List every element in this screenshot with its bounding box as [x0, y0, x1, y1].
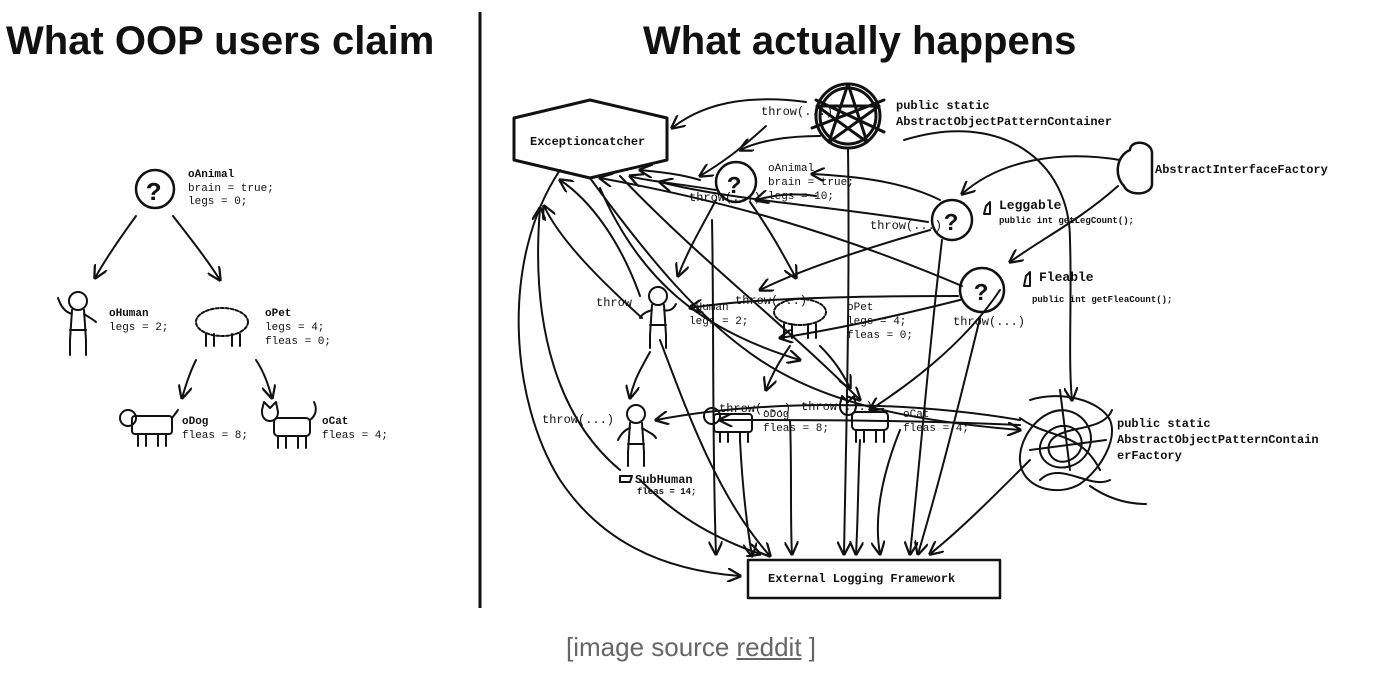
dog-icon	[119, 409, 179, 447]
right-human-line1: legs = 2;	[689, 316, 748, 328]
exceptioncatcher-label: Exceptioncatcher	[530, 135, 645, 149]
container-line1: public static	[896, 99, 990, 113]
right-animal-line1: brain = true;	[768, 177, 854, 189]
scribble-icon	[1019, 389, 1147, 505]
question-mark-icon: ?	[727, 174, 741, 201]
subhuman-line1: fleas = 14;	[637, 487, 696, 497]
stick-human-icon	[617, 404, 657, 467]
logging-framework-label: External Logging Framework	[768, 572, 955, 586]
left-cat-line1: fleas = 4;	[322, 430, 388, 442]
left-animal-line2: legs = 0;	[188, 196, 247, 208]
left-human-name: oHuman	[109, 308, 149, 320]
question-mark-icon: ?	[146, 178, 162, 208]
left-cat-name: oCat	[322, 416, 348, 428]
cat-icon	[261, 401, 317, 449]
right-pet-name: oPet	[847, 302, 873, 314]
container-factory-line3: erFactory	[1117, 449, 1182, 463]
caption-prefix: [image source	[565, 632, 737, 662]
question-mark-icon: ?	[944, 211, 958, 238]
subhuman-node: SubHuman fleas = 14;	[617, 404, 696, 497]
right-animal-node: ? oAnimal brain = true; legs = 10;	[714, 160, 854, 204]
right-cat-line1: fleas = 4;	[903, 423, 969, 435]
right-dog-node: oDog fleas = 8;	[703, 407, 829, 443]
caption-suffix: ]	[801, 632, 817, 662]
left-pet-name: oPet	[265, 308, 291, 320]
fuzzy-pet-icon	[195, 307, 249, 347]
left-cat-node: oCat fleas = 4;	[261, 401, 388, 449]
container-factory-line1: public static	[1117, 417, 1211, 431]
subhuman-name: SubHuman	[635, 473, 693, 487]
left-dog-line1: fleas = 8;	[182, 430, 248, 442]
throw-label-human: throw	[596, 296, 633, 310]
leggable-method: public int getLegCount();	[999, 216, 1134, 226]
left-animal-node: ? oAnimal brain = true; legs = 0;	[134, 168, 274, 210]
leggable-name: Leggable	[999, 198, 1062, 213]
container-node: public static AbstractObjectPatternConta…	[810, 82, 1112, 150]
left-human-line1: legs = 2;	[109, 322, 168, 334]
throw-label-cat: throw(...)	[801, 400, 873, 414]
container-factory-line2: AbstractObjectPatternContain	[1117, 433, 1319, 447]
left-arrow-animal-human	[95, 215, 137, 278]
left-title: What OOP users claim	[6, 19, 434, 63]
leggable-marker-icon	[983, 201, 991, 215]
throw-label-fleable: throw(...)	[953, 315, 1025, 329]
right-pet-line2: fleas = 0;	[847, 330, 913, 342]
image-caption: [image source reddit ]	[0, 632, 1382, 663]
question-mark-icon: ?	[974, 281, 988, 308]
pentagram-icon	[810, 82, 886, 150]
interface-factory-node: AbstractInterfaceFactory	[1116, 141, 1328, 195]
throw-label-leggable: throw(...)	[870, 219, 942, 233]
container-line2: AbstractObjectPatternContainer	[896, 115, 1112, 129]
left-dog-node: oDog fleas = 8;	[119, 409, 248, 447]
fleable-method: public int getFleaCount();	[1032, 295, 1172, 305]
right-title: What actually happens	[643, 19, 1076, 63]
left-human-node: oHuman legs = 2;	[57, 291, 168, 356]
subhuman-marker-icon	[619, 475, 633, 483]
stick-human-icon	[639, 286, 677, 349]
throw-label-container: throw(...)	[761, 105, 833, 119]
right-dog-name: oDog	[763, 409, 789, 421]
logging-framework-node: External Logging Framework	[746, 558, 1002, 600]
chaos-arrows	[517, 98, 1121, 576]
fleable-name: Fleable	[1039, 270, 1094, 285]
fleable-node: ? Fleable public int getFleaCount();	[958, 266, 1172, 314]
left-pet-line1: legs = 4;	[265, 322, 324, 334]
right-pet-line1: legs = 4;	[847, 316, 906, 328]
left-arrow-pet-dog	[182, 359, 197, 398]
left-pet-line2: fleas = 0;	[265, 336, 331, 348]
leggable-node: ? Leggable public int getLegCount();	[930, 198, 1134, 242]
left-arrow-pet-cat	[255, 359, 272, 398]
left-animal-name: oAnimal	[188, 169, 235, 181]
interface-factory-label: AbstractInterfaceFactory	[1155, 163, 1328, 177]
left-arrow-animal-pet	[172, 215, 220, 280]
left-animal-line1: brain = true;	[188, 183, 274, 195]
oop-meme-image: What OOP users claim ? oAnimal brain = t…	[6, 12, 1328, 608]
left-pet-node: oPet legs = 4; fleas = 0;	[195, 307, 331, 348]
exceptioncatcher-node: Exceptioncatcher	[512, 98, 669, 180]
left-dog-name: oDog	[182, 416, 208, 428]
fleable-marker-icon	[1023, 271, 1031, 287]
right-animal-name: oAnimal	[768, 163, 814, 175]
container-factory-node: public static AbstractObjectPatternConta…	[1019, 389, 1319, 505]
caption-source-link[interactable]: reddit	[736, 632, 802, 662]
right-dog-line1: fleas = 8;	[763, 423, 829, 435]
stick-human-icon	[57, 291, 97, 356]
